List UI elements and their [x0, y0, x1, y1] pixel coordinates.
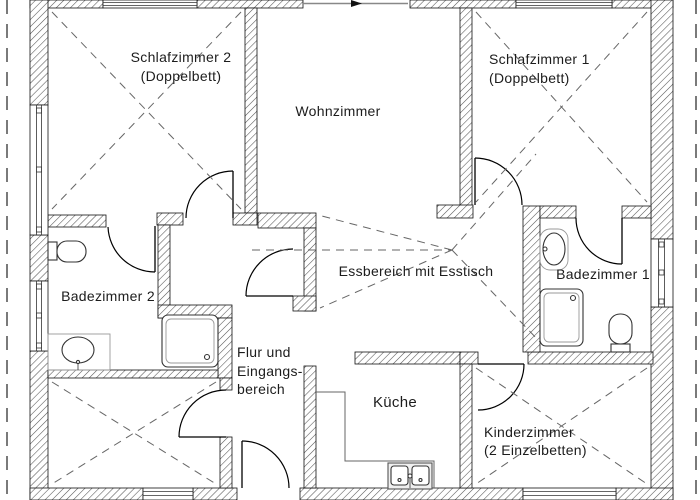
door-schlafzimmer2	[185, 170, 234, 219]
sliding-door	[303, 0, 408, 7]
sink-badezimmer1	[539, 228, 569, 271]
label-schlafzimmer1: Schlafzimmer 1	[489, 51, 590, 67]
label-kinderzimmer-sub: (2 Einzelbetten)	[484, 442, 587, 458]
door-badezimmer1	[575, 217, 623, 265]
door-bottom-left-room	[178, 389, 227, 438]
label-kueche: Küche	[373, 394, 417, 411]
toilet-badezimmer2	[47, 240, 87, 263]
room-labels: Schlafzimmer 2 (Doppelbett) Wohnzimmer S…	[61, 49, 650, 458]
label-essbereich: Essbereich mit Esstisch	[339, 263, 494, 279]
door-flur-hall	[245, 248, 294, 297]
label-badezimmer1: Badezimmer 1	[556, 266, 650, 282]
label-schlafzimmer2: Schlafzimmer 2	[131, 49, 232, 65]
label-flur-2: Eingangs-	[237, 363, 303, 379]
window-top-bedroom2	[102, 0, 198, 9]
label-schlafzimmer2-sub: (Doppelbett)	[141, 68, 222, 84]
window-bottom-left-room	[142, 487, 194, 500]
kitchen-sink	[387, 462, 433, 490]
window-right-bathroom1	[650, 238, 674, 308]
toilet-badezimmer1	[608, 313, 633, 353]
door-kinderzimmer	[477, 363, 525, 411]
label-badezimmer2: Badezimmer 2	[61, 288, 155, 304]
window-bottom-kinderzimmer	[522, 487, 617, 500]
window-left-bathroom2	[29, 280, 49, 352]
label-flur-1: Flur und	[237, 344, 291, 360]
roof-overhang-outline	[6, 0, 697, 500]
label-flur-3: bereich	[237, 381, 285, 397]
room-diagonals	[51, 11, 648, 485]
shower-badezimmer1	[539, 288, 584, 347]
label-schlafzimmer1-sub: (Doppelbett)	[489, 70, 570, 86]
door-schlafzimmer1	[474, 157, 523, 206]
window-left-bedroom2	[29, 104, 49, 236]
window-top-bedroom1	[515, 0, 613, 9]
label-wohnzimmer: Wohnzimmer	[295, 103, 380, 119]
vanity-sink-badezimmer2	[47, 333, 111, 371]
door-badezimmer2	[107, 226, 156, 273]
label-kinderzimmer: Kinderzimmer	[484, 424, 574, 440]
sliding-door-arrow-icon	[351, 0, 362, 7]
door-entrance	[241, 440, 290, 489]
kitchen-counter	[316, 391, 435, 488]
shower-badezimmer2	[161, 314, 219, 368]
